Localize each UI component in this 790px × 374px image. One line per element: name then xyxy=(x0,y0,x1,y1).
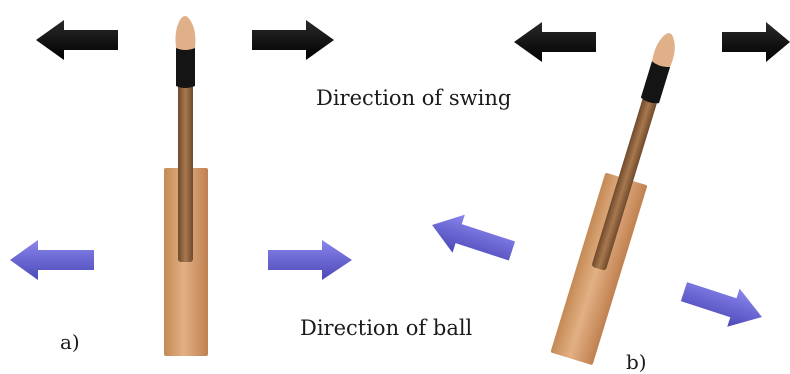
panel-a-bat-grip xyxy=(176,48,195,88)
panel-a-ball-left-arrow xyxy=(10,240,94,280)
panel-a-bat xyxy=(164,16,208,356)
panel-b-ball-up-left-arrow xyxy=(432,214,516,261)
panel-b-bat-handle xyxy=(592,97,657,271)
panel-a-ball-right-arrow xyxy=(268,240,352,280)
panel-b-swing-right-arrow xyxy=(722,22,790,62)
panel-b-bat-grip xyxy=(640,61,671,104)
panel-a-bat-cap xyxy=(175,16,196,50)
direction-of-swing-label: Direction of swing xyxy=(316,86,512,110)
panel-b-label: b) xyxy=(626,350,647,374)
panel-b-bat xyxy=(550,33,675,365)
panel-b-bat-cap xyxy=(651,33,675,67)
panel-a-swing-left-arrow xyxy=(36,20,118,60)
panel-b-swing-left-arrow xyxy=(514,22,596,62)
panel-a-label: a) xyxy=(60,330,80,354)
panel-a-bat-handle xyxy=(178,84,193,262)
panel-b-ball-down-right-arrow xyxy=(680,282,762,327)
panel-a-swing-right-arrow xyxy=(252,20,334,60)
direction-of-ball-label: Direction of ball xyxy=(300,316,473,340)
